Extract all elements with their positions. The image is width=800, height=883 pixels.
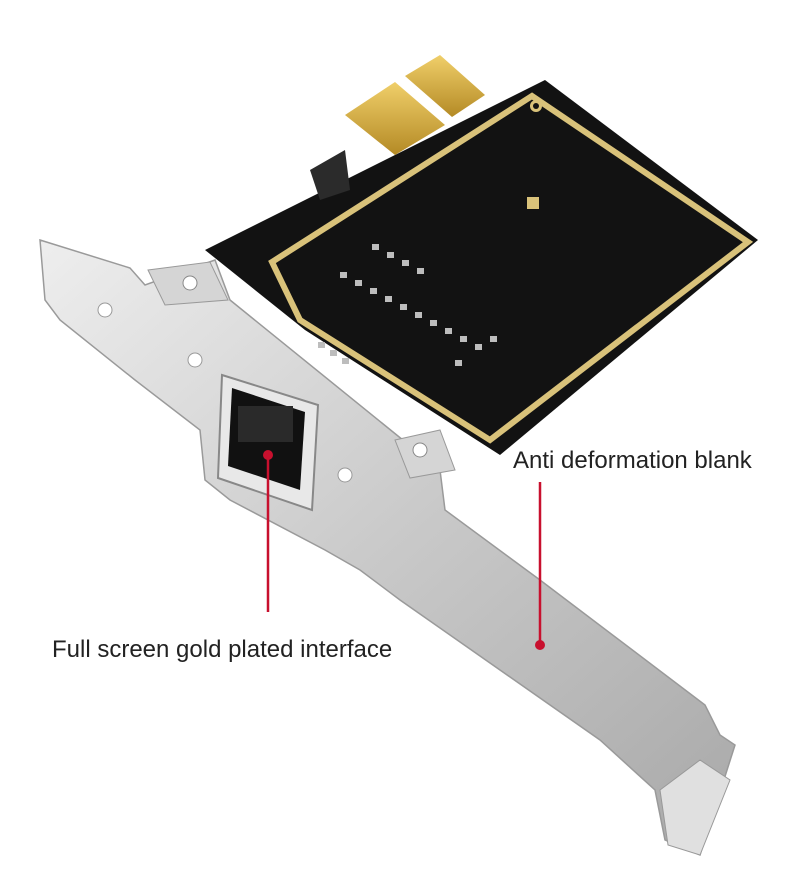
rj45-port [216,373,320,512]
component-rows [318,244,497,366]
callout-anti [535,482,545,650]
gold-interface-label: Full screen gold plated interface [52,636,393,663]
red-dot-icon [263,450,273,460]
pcb-board [205,80,758,455]
gold-fingers [310,55,485,200]
callout-gold [263,450,273,612]
red-dot-icon [535,640,545,650]
metal-bracket [39,238,736,857]
chip [527,197,539,209]
anti-deformation-label: Anti deformation blank [513,447,752,474]
